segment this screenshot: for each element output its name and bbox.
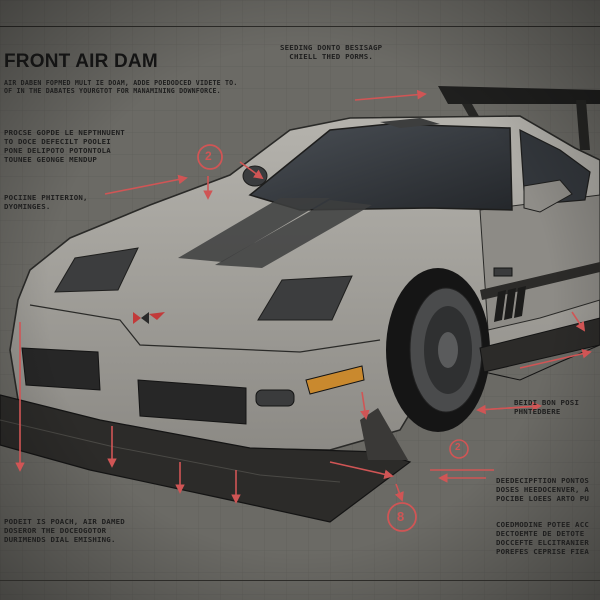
note-right-mid: BEIDI BON POSI PHNTEDBERE — [514, 398, 580, 417]
callout-label: 2 — [205, 149, 212, 163]
page-title: FRONT AIR DAM — [4, 51, 158, 72]
bottom-frame-line — [0, 580, 600, 581]
dimension-arrow-icon — [329, 461, 394, 479]
note-left-lower: POCIINE PHITERION, DYOMINGES. — [4, 193, 88, 212]
callout-label: 8 — [397, 509, 405, 524]
note-left-middle: PROCSE GOPDE LE NEPTHNUENT TO DOCE DEFEC… — [4, 128, 125, 165]
note-right-bottom: COEDMODINE POTEE ACC DECTOEMTE DE DETOTE… — [496, 520, 589, 557]
dimension-arrow-icon — [239, 161, 264, 180]
dimension-arrow-icon — [394, 483, 404, 502]
dimension-arrow-icon — [571, 311, 586, 332]
dimension-arrow-icon — [519, 349, 592, 369]
dimension-arrow-icon — [360, 391, 370, 420]
note-left-intro: AIR DABEN FOPMED MULT IE DOAM, ADDE POED… — [4, 79, 238, 96]
note-top-center: SEEDING DONTO BESISAGP CHIELL THED PORMS… — [280, 43, 383, 62]
note-right-lower: DEEDECIPFTION PONTOS DOSES HEEDOCENVER, … — [496, 476, 589, 504]
note-bottom-left: PODEIT IS POACH, AIR DAMED DOSEROR THE D… — [4, 517, 125, 545]
callout-circle-icon — [197, 144, 469, 532]
dimension-arrow-icon — [477, 401, 542, 412]
dimension-arrow-icon — [354, 89, 427, 101]
dimension-arrow-icon — [104, 174, 188, 195]
callout-label: 2 — [455, 442, 461, 453]
